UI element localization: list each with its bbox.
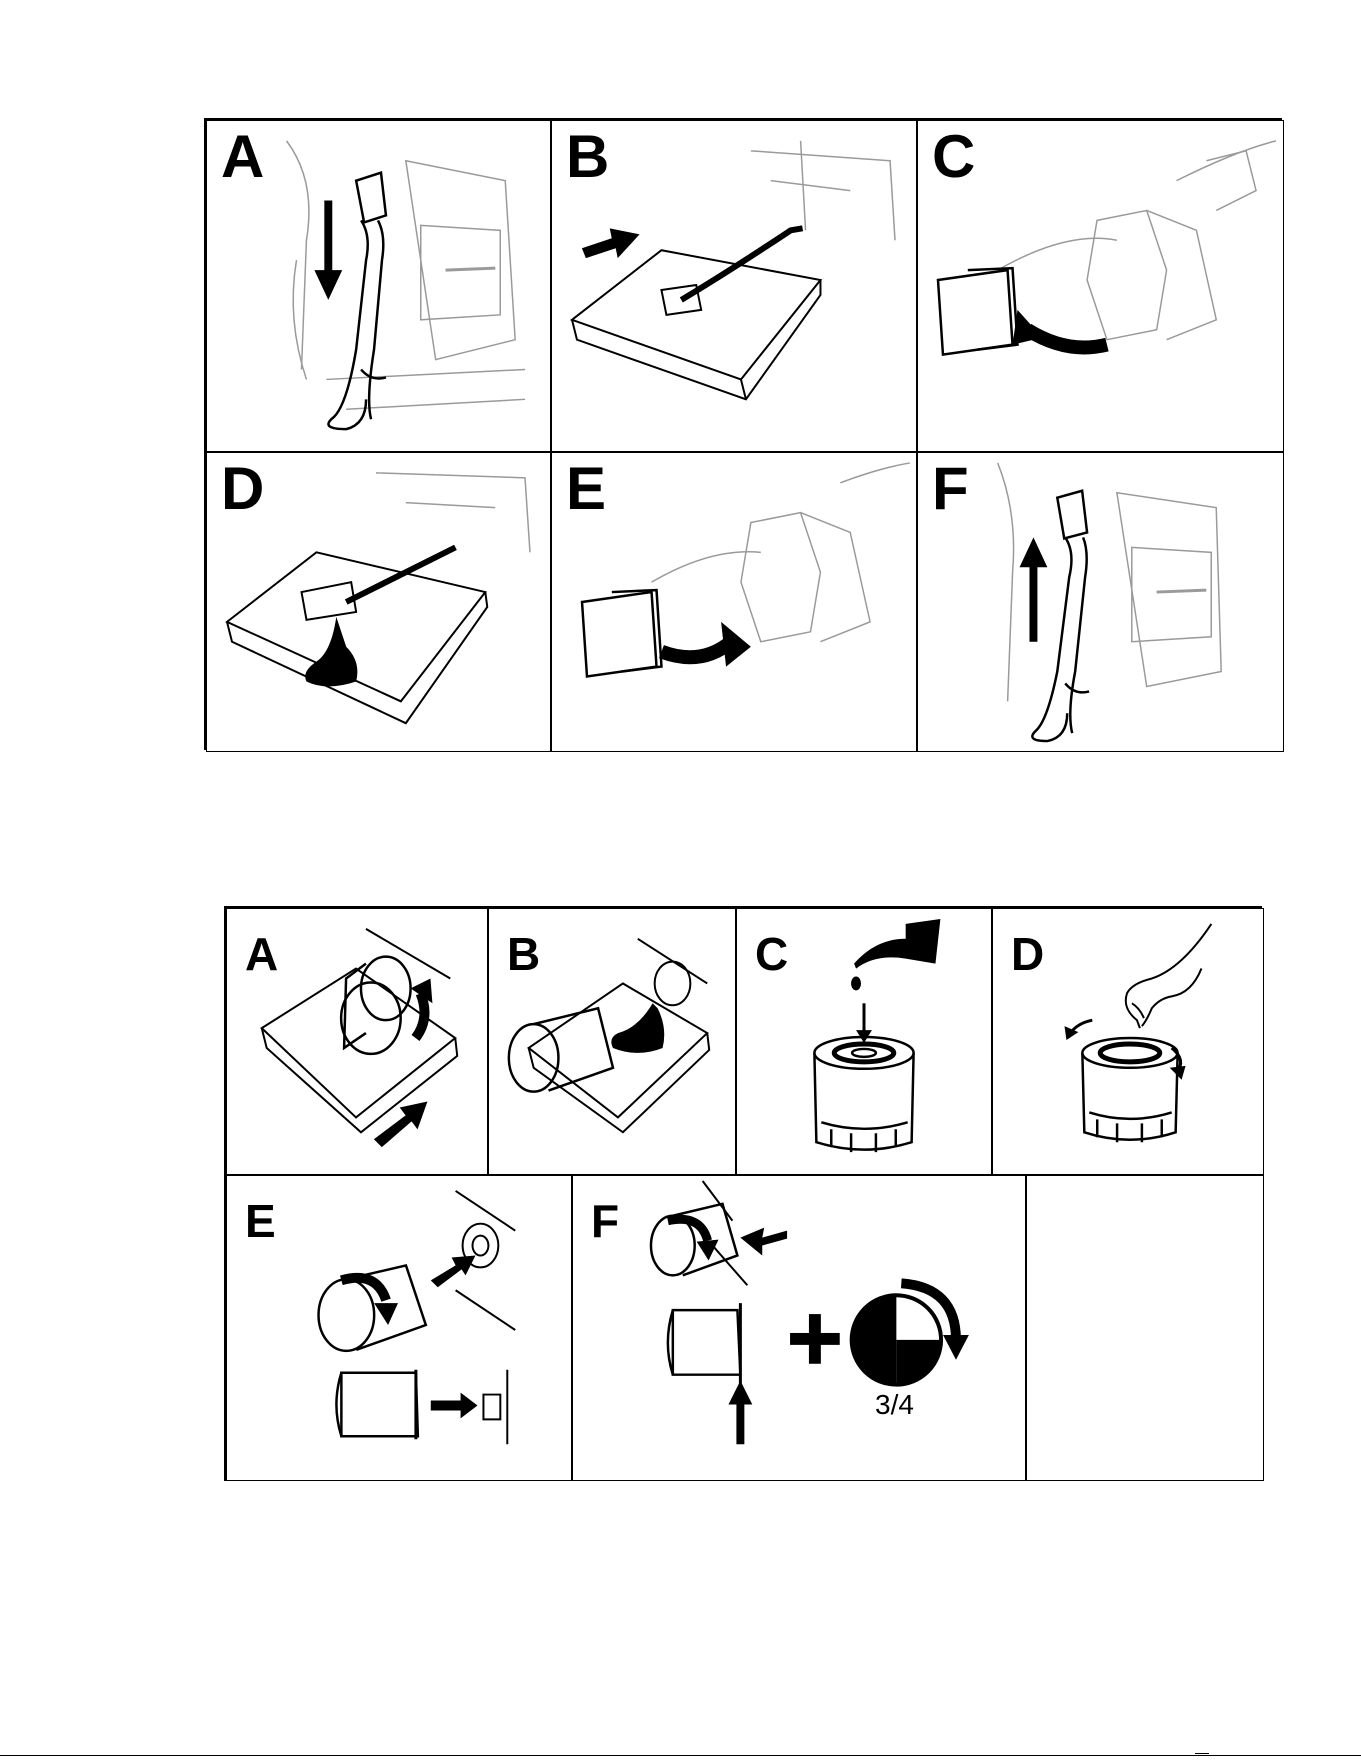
panel-label: F bbox=[932, 459, 969, 519]
panel-c: C bbox=[917, 120, 1284, 452]
oil-filter-side-icon bbox=[336, 1370, 417, 1440]
arrow-right-icon bbox=[431, 1255, 476, 1287]
arrow-curved-left-icon bbox=[1013, 310, 1107, 348]
panel-b: B bbox=[551, 120, 917, 452]
oil-can-icon bbox=[851, 919, 940, 990]
tighten-filter-illustration bbox=[573, 1176, 1025, 1480]
install-filter-illustration bbox=[227, 1176, 571, 1480]
figure-oil-filter: A B bbox=[224, 906, 1262, 1481]
panel-c: C bbox=[736, 908, 992, 1175]
figure-oil-drain: A B bbox=[204, 118, 1282, 750]
panel-label: D bbox=[1011, 931, 1044, 977]
drain-pan-icon bbox=[572, 250, 820, 379]
panel-label: B bbox=[566, 127, 609, 187]
hose-up-illustration bbox=[918, 453, 1283, 751]
plus-icon bbox=[790, 1314, 840, 1364]
torque-fraction-label: 3/4 bbox=[875, 1389, 914, 1421]
panel-label: A bbox=[245, 931, 278, 977]
panel-b: B bbox=[488, 908, 736, 1175]
panel-d: D bbox=[992, 908, 1264, 1175]
panel-label: D bbox=[221, 459, 264, 519]
drain-cap-icon bbox=[582, 590, 661, 676]
panel-label: C bbox=[932, 127, 975, 187]
arrow-curved-right-icon bbox=[661, 622, 750, 667]
arrow-up-right-icon bbox=[374, 1102, 428, 1148]
panel-a: A bbox=[206, 120, 551, 452]
panel-label: E bbox=[566, 459, 606, 519]
footer-rule bbox=[0, 1755, 1361, 1756]
arrow-right-icon bbox=[431, 1393, 478, 1419]
arrow-down-icon bbox=[314, 201, 342, 300]
panel-label: E bbox=[245, 1198, 276, 1244]
panel-label: F bbox=[591, 1198, 619, 1244]
arrow-rotate-icon bbox=[341, 1278, 398, 1325]
panel-label: C bbox=[755, 931, 788, 977]
arrow-right-icon bbox=[582, 228, 640, 258]
install-cap-illustration bbox=[552, 453, 916, 751]
panel-empty bbox=[1026, 1175, 1264, 1481]
hand-icon bbox=[1126, 924, 1212, 1028]
oil-filter-icon bbox=[509, 1008, 613, 1091]
panel-f: F bbox=[917, 452, 1284, 752]
panel-label: A bbox=[221, 127, 264, 187]
quarter-turn-icon bbox=[852, 1283, 969, 1384]
panel-e: E bbox=[226, 1175, 572, 1481]
oil-filter-icon bbox=[651, 1204, 737, 1276]
arrow-up-icon bbox=[728, 1381, 752, 1445]
panel-e: E bbox=[551, 452, 917, 752]
arrow-up-icon bbox=[1020, 537, 1048, 641]
oil-filter-side-icon bbox=[668, 1303, 741, 1384]
panel-f: F 3/4 bbox=[572, 1175, 1026, 1481]
oil-puddle-icon bbox=[305, 617, 357, 687]
panel-label: B bbox=[507, 931, 540, 977]
oil-filter-icon bbox=[814, 1037, 913, 1152]
drain-cap-icon bbox=[938, 268, 1018, 354]
footer-mark bbox=[1195, 1753, 1209, 1754]
panel-d: D bbox=[206, 452, 551, 752]
panel-a: A bbox=[226, 908, 488, 1175]
arrow-left-icon bbox=[740, 1228, 787, 1256]
oil-filter-icon bbox=[1082, 1038, 1177, 1142]
oil-puddle-icon bbox=[611, 1003, 664, 1053]
